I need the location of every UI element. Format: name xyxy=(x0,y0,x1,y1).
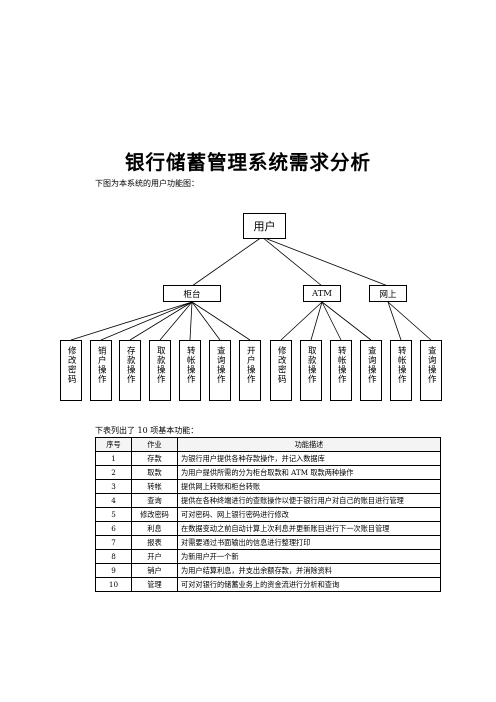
cell-desc: 为用户提供所需的分为柜台取款和 ATM 取款两种操作 xyxy=(177,465,441,480)
connector-counter-leaf-1 xyxy=(70,301,193,341)
cell-seq: 4 xyxy=(95,493,132,508)
page-title: 银行储蓄管理系统需求分析 xyxy=(124,151,371,174)
leaf-node: 存款操作 xyxy=(119,340,141,401)
connector-counter-leaf-2 xyxy=(100,301,193,341)
leaf-node: 开户操作 xyxy=(239,340,261,401)
cell-desc: 可对对银行的储蓄业务上的资金流进行分析和查询 xyxy=(177,577,441,592)
connector-counter-leaf-6 xyxy=(191,301,221,341)
node-online-label: 网上 xyxy=(379,289,397,300)
diagram-intro: 下图为本系统的用户功能图： xyxy=(95,179,199,188)
connector-counter-leaf-4 xyxy=(159,301,193,341)
connector-root-online xyxy=(261,236,389,287)
cell-seq: 3 xyxy=(95,479,132,494)
connector-root-atm xyxy=(261,236,323,287)
leaf-node-label: 存款操作 xyxy=(125,346,136,384)
connector-counter-leaf-5 xyxy=(189,301,193,341)
leaf-node: 查询操作 xyxy=(420,340,442,401)
cell-seq: 8 xyxy=(95,549,132,564)
cell-job: 管理 xyxy=(131,577,178,592)
cell-job: 转帐 xyxy=(131,479,178,494)
cell-desc: 为银行用户提供各种存款操作，并记入数据库 xyxy=(177,451,441,466)
connector-online-leaf-2 xyxy=(387,301,432,341)
cell-job: 存款 xyxy=(131,451,178,466)
leaf-node-label: 转帐操作 xyxy=(185,346,196,384)
cell-seq: 6 xyxy=(95,521,132,536)
leaf-node: 查询操作 xyxy=(360,340,382,401)
leaf-node: 转帐操作 xyxy=(390,340,412,401)
cell-job: 报表 xyxy=(131,535,178,550)
connector-atm-leaf-2 xyxy=(310,301,323,341)
leaf-node-label: 转帐操作 xyxy=(396,346,407,384)
connector-counter-leaf-7 xyxy=(191,301,251,341)
cell-job: 利息 xyxy=(131,521,178,536)
leaf-node-label: 修改密码 xyxy=(276,346,287,384)
connector-counter-leaf-3 xyxy=(129,301,193,341)
leaf-node-label: 取款操作 xyxy=(155,346,166,384)
cell-desc: 对需要通过书面输出的信息进行整理打印 xyxy=(177,535,441,550)
cell-seq: 7 xyxy=(95,535,132,550)
leaf-node-label: 开户操作 xyxy=(245,346,256,384)
connector-root-counter xyxy=(191,236,263,287)
leaf-node-label: 查询操作 xyxy=(426,346,437,384)
leaf-node: 修改密码 xyxy=(270,340,292,401)
connector-atm-leaf-3 xyxy=(321,301,342,341)
cell-job: 开户 xyxy=(131,549,178,564)
node-counter: 柜台 xyxy=(163,285,221,302)
table-intro: 下表列出了 10 项基本功能： xyxy=(95,426,199,435)
cell-seq: 10 xyxy=(95,577,132,592)
function-diagram-connectors xyxy=(70,236,432,341)
leaf-node-label: 取款操作 xyxy=(306,346,317,384)
node-atm-label: ATM xyxy=(311,288,333,299)
cell-seq: 1 xyxy=(95,451,132,466)
leaf-node: 取款操作 xyxy=(300,340,322,401)
cell-job: 取款 xyxy=(131,465,178,480)
cell-job: 查询 xyxy=(131,493,178,508)
leaf-node: 查询操作 xyxy=(209,340,231,401)
node-user: 用户 xyxy=(243,213,286,239)
cell-seq: 9 xyxy=(95,563,132,578)
connector-online-leaf-1 xyxy=(387,301,402,341)
cell-seq: 2 xyxy=(95,465,132,480)
leaf-node-label: 修改密码 xyxy=(66,346,77,384)
cell-desc: 为用户结算利息，并支出余额存款，并消除资料 xyxy=(177,563,441,578)
cell-desc: 在数据变动之前自动计算上次利息并更新账目进行下一次账目管理 xyxy=(177,521,441,536)
table-header-row: 序号 作业 功能描述 xyxy=(95,437,441,452)
leaf-node-label: 销户操作 xyxy=(96,346,107,384)
header-desc: 功能描述 xyxy=(177,437,441,452)
leaf-node: 转帐操作 xyxy=(330,340,352,401)
cell-seq: 5 xyxy=(95,507,132,522)
leaf-node: 销户操作 xyxy=(90,340,112,401)
cell-job: 销户 xyxy=(131,563,178,578)
leaf-node: 转帐操作 xyxy=(179,340,201,401)
node-online: 网上 xyxy=(369,285,407,302)
cell-job: 修改密码 xyxy=(131,507,178,522)
cell-desc: 提供网上转账和柜台转账 xyxy=(177,479,441,494)
leaf-node-label: 转帐操作 xyxy=(336,346,347,384)
cell-desc: 提供在各种终端进行的查账操作以便于银行用户对自己的账目进行管理 xyxy=(177,493,441,508)
header-seq: 序号 xyxy=(95,437,132,452)
connector-atm-leaf-4 xyxy=(321,301,372,341)
leaf-node: 修改密码 xyxy=(60,340,82,401)
node-atm: ATM xyxy=(303,285,341,302)
leaf-node: 取款操作 xyxy=(149,340,171,401)
cell-desc: 可对密码、网上银行密码进行修改 xyxy=(177,507,441,522)
leaf-node-label: 查询操作 xyxy=(366,346,377,384)
node-user-label: 用户 xyxy=(253,220,276,233)
node-counter-label: 柜台 xyxy=(183,289,201,300)
cell-desc: 为新用户开一个新 xyxy=(177,549,441,564)
leaf-node-label: 查询操作 xyxy=(215,346,226,384)
connector-atm-leaf-1 xyxy=(280,301,323,341)
header-job: 作业 xyxy=(131,437,178,452)
